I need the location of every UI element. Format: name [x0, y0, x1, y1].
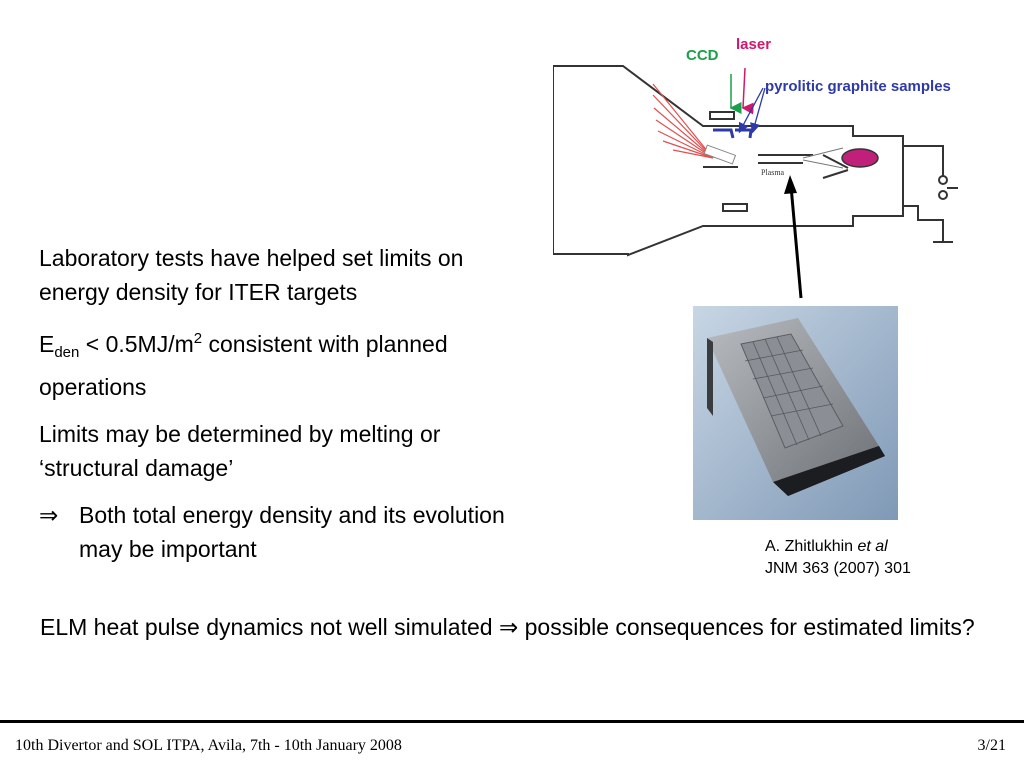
samples-label: pyrolitic graphite samples	[765, 78, 951, 95]
edens-subscript: den	[54, 344, 80, 361]
ccd-label: CCD	[686, 47, 719, 64]
chamber-outline	[553, 65, 958, 257]
bullet-limits: Limits may be determined by melting or ‘…	[39, 421, 441, 481]
laser-fan-lines	[652, 83, 714, 159]
citation-etal: et al	[857, 538, 888, 555]
bullet-energy-density: Eden < 0.5MJ/m2 consistent with planned …	[39, 322, 539, 404]
implies-symbol: ⇒	[39, 502, 59, 528]
experiment-setup-diagram: CCD laser pyrolitic graphite samples Pla…	[553, 36, 958, 299]
implies-symbol: ⇒	[498, 614, 519, 640]
edens-value: < 0.5MJ/m	[79, 331, 194, 357]
edens-superscript: 2	[193, 330, 203, 347]
elm-text-part2: possible consequences for estimated limi…	[518, 614, 975, 640]
plasma-source-blob	[841, 148, 879, 168]
citation-reference: JNM 363 (2007) 301	[765, 560, 911, 577]
edens-rest: consistent with planned operations	[39, 331, 448, 400]
bullet-lab-tests: Laboratory tests have helped set limits …	[39, 245, 464, 305]
edens-symbol: E	[39, 331, 55, 357]
footer-conference: 10th Divertor and SOL ITPA, Avila, 7th -…	[15, 737, 402, 754]
implication-row: ⇒ Both total energy density and its evol…	[39, 498, 539, 566]
elm-statement: ELM heat pulse dynamics not well simulat…	[40, 610, 980, 644]
implication-text: Both total energy density and its evolut…	[79, 502, 505, 562]
sample-holder-photo	[693, 306, 898, 520]
plasma-label: Plasma	[761, 168, 785, 177]
citation: A. Zhitlukhin et al JNM 363 (2007) 301	[765, 536, 911, 580]
bullet-list: Laboratory tests have helped set limits …	[39, 241, 539, 566]
footer-divider	[0, 720, 1024, 723]
laser-label: laser	[736, 36, 771, 53]
footer-page-number: 3/21	[977, 737, 1006, 754]
citation-author-line: A. Zhitlukhin et al	[765, 536, 911, 558]
citation-author: A. Zhitlukhin	[765, 538, 858, 555]
elm-text-part1: ELM heat pulse dynamics not well simulat…	[40, 614, 499, 640]
